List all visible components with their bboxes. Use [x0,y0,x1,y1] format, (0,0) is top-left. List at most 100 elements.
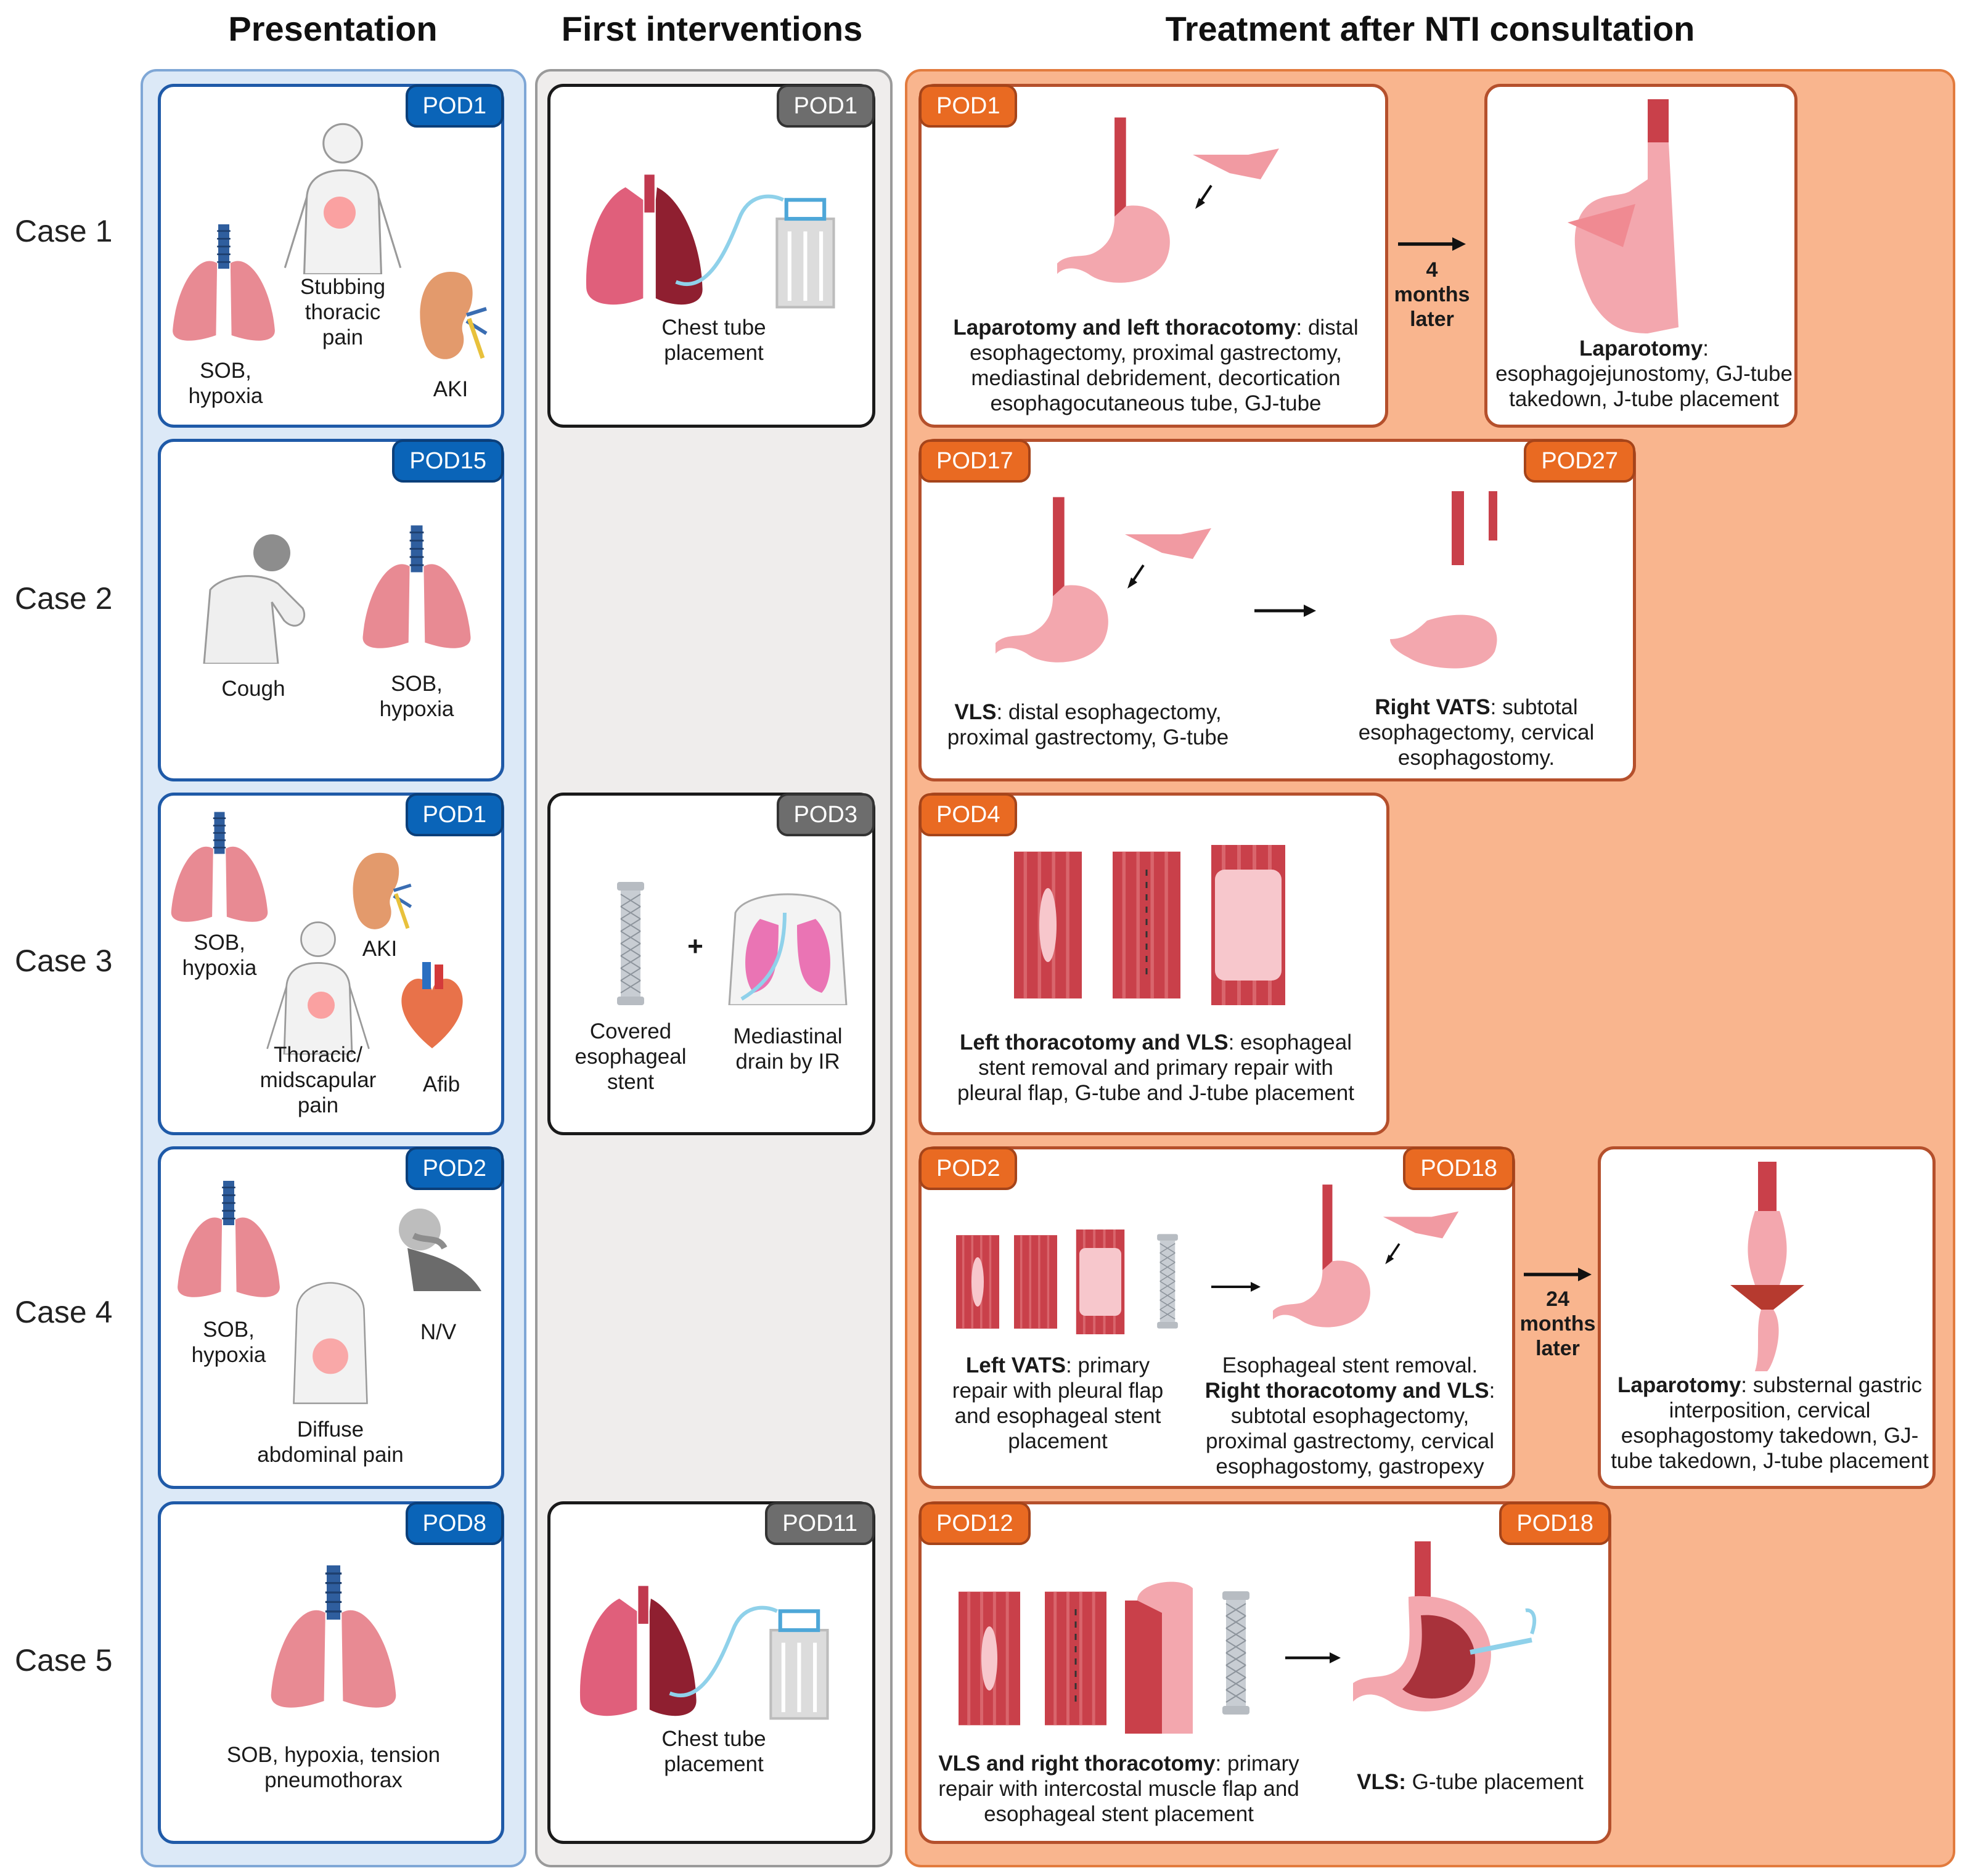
treatment-description-left: VLS: distal esophagectomy, proximal gast… [934,699,1242,750]
pod-badge: POD18 [1499,1502,1611,1545]
stubbing-thoracic-pain-label: Stubbing thoracic pain [300,275,386,349]
pod-badge: POD18 [1403,1147,1515,1190]
first-intervention-card-case-5: POD11 Chest tube placement [547,1501,875,1844]
esophageal-stent-icon [1153,1226,1182,1337]
time-interval-label: 4 months later [1394,258,1470,331]
pod-badge: POD1 [405,84,504,128]
torso-icon [293,1282,368,1405]
arrow-icon [1254,602,1316,619]
resected-segment-icon [1383,1211,1459,1265]
treatment-card-case-1-later: Laparotomy: esophagojejunostomy, GJ-tube… [1484,84,1797,428]
chest-tube-icon [575,1584,840,1726]
stomach-icon [996,491,1131,670]
case-2-label: Case 2 [15,581,113,616]
case-3-label: Case 3 [15,944,113,978]
procedure-pre: Esophageal stent removal. [1222,1353,1478,1377]
mediastinal-drain-label: Mediastinal drain by IR [733,1024,843,1074]
pleural-flap-icon [1076,1230,1125,1334]
treatment-card-case-4-later: Laparotomy: substernal gastric interposi… [1598,1146,1936,1489]
procedure-details: : subtotal esophagectomy, proximal gastr… [1205,1379,1495,1478]
esophageal-tear-icon [959,1584,1020,1732]
procedure-details: : distal esophagectomy, proximal gastrec… [947,700,1229,749]
sob-hypoxia-pneumothorax-label: SOB, hypoxia, tension pneumothorax [226,1743,441,1792]
treatment-card-case-5: POD12 POD18 VLS and right thoracotomy: p… [918,1501,1611,1844]
diffuse-abdominal-pain-label: Diffuse abdominal pain [257,1417,404,1467]
treatment-card-case-1-initial: POD1 Laparotomy and left thoracotomy: di… [918,84,1388,428]
procedure-details: : primary repair with pleural flap and e… [952,1353,1164,1453]
mediastinal-drain-icon [728,893,848,1005]
aki-label: AKI [362,937,398,961]
torso-icon [278,120,407,274]
nausea-person-icon [399,1209,481,1291]
lungs-icon [168,224,279,347]
presentation-card-case-4: POD2 SOB, hypoxia N/V Diffuse abdominal … [158,1146,504,1489]
treatment-card-case-2: POD17 POD27 VLS: distal esophagectomy, p… [918,439,1636,781]
resected-segment-icon [1125,528,1211,589]
procedure-details: : esophageal stent removal and primary r… [957,1030,1354,1105]
procedure-details: : primary repair with intercostal muscle… [938,1752,1299,1826]
pod-badge: POD2 [919,1147,1018,1190]
coughing-person-icon [203,534,306,664]
chest-tube-icon [581,173,846,315]
header-treatment: Treatment after NTI consultation [1165,9,1695,48]
treatment-description-left: VLS and right thoracotomy: primary repai… [934,1751,1304,1827]
procedure-name: Right VATS [1375,695,1491,719]
pod-badge: POD1 [405,793,504,836]
header-first-interventions: First interventions [561,9,863,48]
esophageal-tear-icon [956,1230,999,1334]
first-intervention-card-case-1: POD1 Chest tube placement [547,84,875,428]
pod-badge: POD15 [392,439,504,483]
treatment-description-right: Right VATS: subtotal esophagectomy, cerv… [1328,695,1624,770]
lungs-icon [167,808,272,931]
torso-icon [260,919,377,1054]
presentation-card-case-5: POD8 SOB, hypoxia, tension pneumothorax [158,1501,504,1844]
procedure-name: Laparotomy [1617,1373,1741,1397]
treatment-description: Laparotomy and left thoracotomy: distal … [940,315,1372,416]
esophageal-tear-icon [1014,845,1082,1005]
procedure-name: Laparotomy [1579,336,1703,361]
header-presentation: Presentation [228,9,438,48]
pod-badge: POD4 [919,793,1018,836]
presentation-card-case-2: POD15 Cough SOB, hypoxia [158,439,504,781]
presentation-card-case-1: POD1 Stubbing thoracic pain SOB, hypoxia… [158,84,504,428]
afib-label: Afib [422,1072,460,1096]
treatment-description: Left thoracotomy and VLS: esophageal ste… [946,1030,1365,1106]
case-1-label: Case 1 [15,214,113,248]
esophageal-stent-icon [612,882,649,1005]
cough-label: Cough [221,677,285,701]
arrow-icon [1285,1650,1341,1666]
pod-badge: POD1 [776,84,875,128]
lungs-icon [358,522,475,658]
treatment-description-right: Esophageal stent removal.Right thoracoto… [1193,1353,1507,1479]
aki-label: AKI [433,377,468,401]
pod-badge: POD3 [776,793,875,836]
intercostal-muscle-flap-icon [1125,1581,1193,1734]
procedure-details: : esophagojejunostomy, GJ-tube takedown,… [1495,336,1793,411]
treatment-description-left: Left VATS: primary repair with pleural f… [944,1353,1172,1454]
thoracic-pain-label: Thoracic/ midscapular pain [260,1043,377,1117]
procedure-name: Left VATS [965,1353,1066,1377]
plus-sign: + [687,931,703,961]
time-interval-label: 24 months later [1519,1287,1596,1360]
chest-tube-placement-label: Chest tube placement [661,1727,766,1776]
procedure-name: Right thoracotomy and VLS [1204,1379,1489,1403]
case-4-label: Case 4 [15,1295,113,1329]
gastric-interposition-icon [1730,1162,1804,1371]
chest-tube-placement-label: Chest tube placement [661,316,766,365]
first-intervention-card-case-3: POD3 Covered esophageal stent + Mediasti… [547,793,875,1135]
pod-badge: POD2 [405,1147,504,1190]
treatment-card-case-4-initial: POD2 POD18 Left VATS: primary repair wit… [918,1146,1515,1489]
lungs-icon [266,1560,401,1720]
sob-hypoxia-label: SOB, hypoxia [182,931,257,980]
esophageal-stent-icon [1217,1576,1254,1730]
esophagojejunostomy-icon [1568,99,1679,333]
procedure-name: Laparotomy and left thoracotomy [953,316,1296,340]
pod-badge: POD27 [1524,439,1635,483]
procedure-details: : distal esophagectomy, proximal gastrec… [970,316,1359,415]
sob-hypoxia-label: SOB, hypoxia [191,1318,266,1367]
pod-badge: POD11 [765,1502,875,1545]
nausea-vomiting-label: N/V [420,1320,457,1344]
stomach-icon [1057,112,1193,290]
pod-badge: POD1 [919,84,1018,128]
pod-badge: POD8 [405,1502,504,1545]
